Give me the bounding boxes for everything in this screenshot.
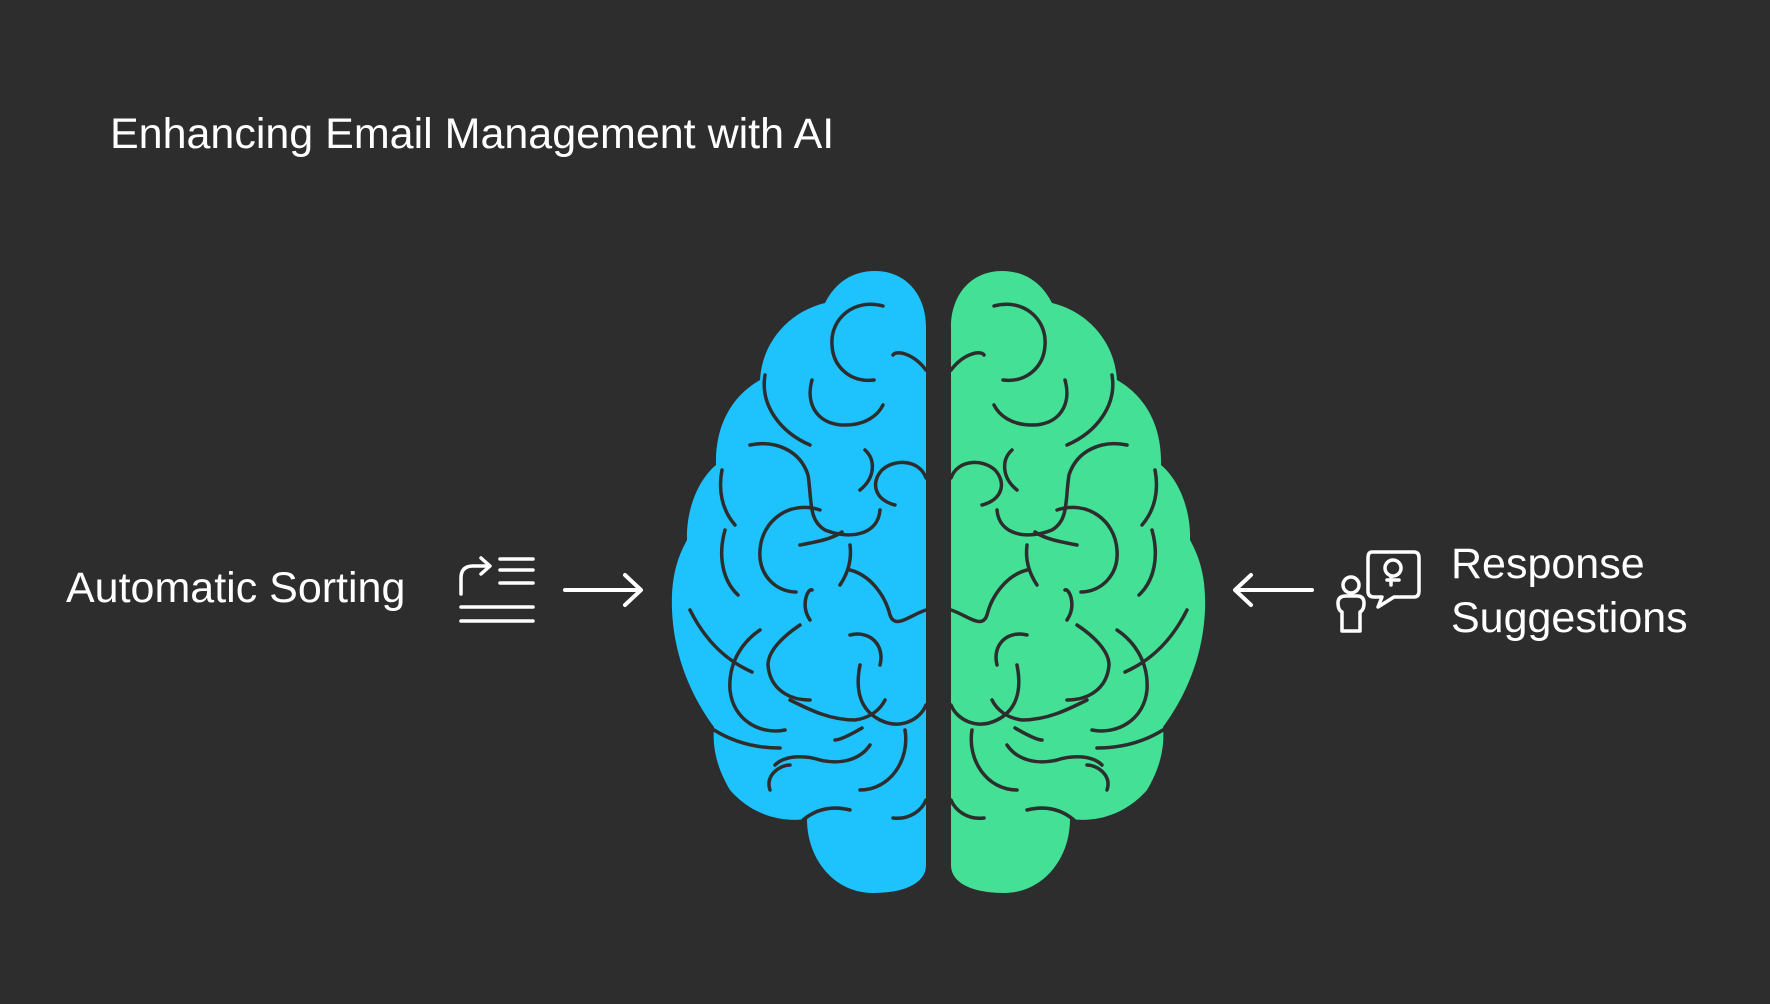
sort-list-icon — [459, 556, 535, 623]
left-hemisphere-folds — [688, 302, 928, 822]
response-suggestions-line1: Response — [1451, 540, 1645, 588]
person-idea-bubble-icon — [1336, 550, 1421, 633]
automatic-sorting-label: Automatic Sorting — [66, 564, 406, 612]
arrow-right-icon — [563, 573, 643, 607]
right-hemisphere-icon — [951, 271, 1206, 893]
left-hemisphere-icon — [671, 271, 926, 893]
response-suggestions-label: Response Suggestions — [1451, 537, 1688, 645]
response-suggestions-line2: Suggestions — [1451, 594, 1688, 642]
diagram-title: Enhancing Email Management with AI — [110, 110, 835, 158]
arrow-left-icon — [1233, 573, 1314, 607]
right-hemisphere-folds — [949, 302, 1189, 822]
